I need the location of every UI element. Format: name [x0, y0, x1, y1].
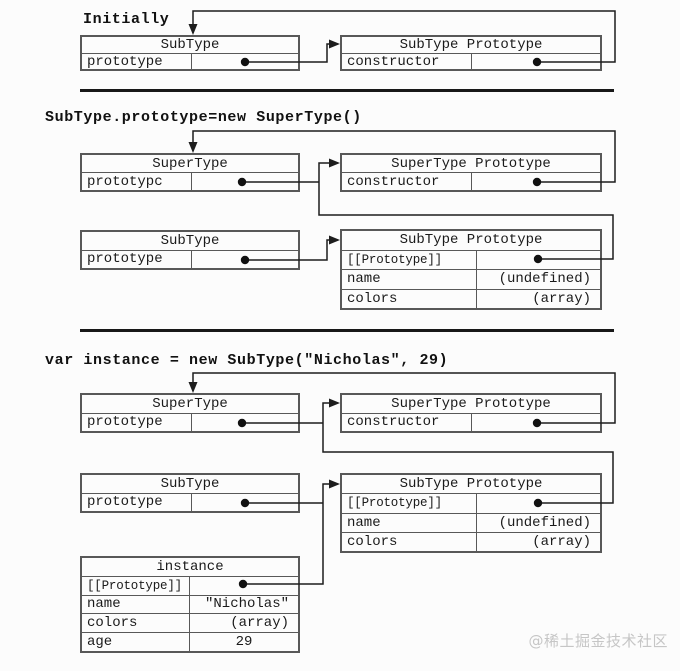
box-subtype-initial: SubType prototype: [80, 35, 300, 71]
pointer-cell: [472, 414, 600, 432]
section-heading-new-supertype: SubType.prototype=new SuperType(): [45, 109, 362, 126]
box-title: SubType: [82, 232, 298, 251]
box-title: SuperType Prototype: [342, 395, 600, 414]
pointer-cell: [477, 494, 600, 512]
table-row: prototype: [82, 493, 298, 512]
table-row: [[Prototype]]: [342, 250, 600, 270]
arrowhead-icon: [188, 24, 198, 35]
table-row: [[Prototype]]: [82, 576, 298, 596]
row-label: [[Prototype]]: [82, 576, 190, 595]
row-label: constructor: [342, 413, 472, 431]
table-row: colors (array): [342, 532, 600, 551]
pointer-cell: [472, 173, 600, 190]
box-supertype: SuperType prototypc: [80, 153, 300, 192]
section-divider: [80, 89, 614, 92]
box-instance: instance [[Prototype]] name "Nicholas" c…: [80, 556, 300, 653]
row-label: name: [342, 270, 477, 289]
row-label: constructor: [342, 54, 472, 70]
arrowhead-icon: [329, 158, 340, 168]
section-heading-initially: Initially: [83, 11, 170, 28]
row-value: (undefined): [498, 514, 591, 531]
box-title: SubType Prototype: [342, 231, 600, 251]
box-supertype-prototype-2: SuperType Prototype constructor: [340, 393, 602, 433]
table-row: prototype: [82, 250, 298, 269]
pointer-cell: [477, 251, 600, 270]
table-row: constructor: [342, 173, 600, 190]
pointer-cell: [192, 494, 298, 512]
table-row: colors (array): [342, 289, 600, 308]
arrowhead-icon: [329, 479, 340, 489]
row-value: 29: [235, 634, 253, 651]
box-subtype-2: SubType prototype: [80, 473, 300, 513]
table-row: prototypc: [82, 173, 298, 190]
section-heading-new-instance: var instance = new SubType("Nicholas", 2…: [45, 352, 449, 369]
box-title: SuperType: [82, 395, 298, 414]
arrowhead-icon: [188, 382, 198, 393]
watermark: @稀土掘金技术社区: [528, 632, 668, 650]
table-row: constructor: [342, 54, 600, 70]
box-title: SubType Prototype: [342, 37, 600, 54]
table-row: name (undefined): [342, 270, 600, 290]
row-label: age: [82, 633, 190, 651]
arrowhead-icon: [329, 398, 340, 408]
row-label: colors: [342, 289, 477, 308]
pointer-cell: [192, 251, 298, 269]
box-title: instance: [82, 558, 298, 577]
section-divider: [80, 329, 614, 332]
pointer-cell: [192, 414, 298, 432]
box-subtype: SubType prototype: [80, 230, 300, 270]
table-row: colors (array): [82, 614, 298, 634]
table-row: name (undefined): [342, 513, 600, 533]
row-value: (array): [532, 290, 591, 307]
arrowhead-icon: [329, 39, 340, 49]
row-label: prototypc: [82, 173, 192, 190]
box-subtype-prototype-2: SubType Prototype [[Prototype]] name (un…: [340, 473, 602, 553]
row-value: "Nicholas": [204, 596, 289, 613]
box-title: SuperType Prototype: [342, 155, 600, 173]
row-value: (array): [532, 533, 591, 550]
box-supertype-prototype: SuperType Prototype constructor: [340, 153, 602, 192]
row-label: prototype: [82, 250, 192, 268]
row-label: name: [82, 595, 190, 614]
box-title: SubType: [82, 37, 298, 54]
pointer-cell: [190, 577, 298, 595]
row-label: colors: [82, 614, 190, 633]
box-subtype-prototype-initial: SubType Prototype constructor: [340, 35, 602, 71]
table-row: prototype: [82, 413, 298, 432]
row-label: colors: [342, 532, 477, 551]
row-label: prototype: [82, 54, 192, 70]
table-row: age 29: [82, 633, 298, 651]
arrowhead-icon: [329, 235, 340, 245]
row-label: prototype: [82, 493, 192, 511]
row-value: (undefined): [498, 271, 591, 288]
arrowhead-icon: [188, 142, 198, 153]
row-label: [[Prototype]]: [342, 250, 477, 269]
table-row: name "Nicholas": [82, 595, 298, 615]
row-label: prototype: [82, 413, 192, 431]
row-label: constructor: [342, 173, 472, 190]
box-title: SuperType: [82, 155, 298, 173]
box-subtype-prototype: SubType Prototype [[Prototype]] name (un…: [340, 229, 602, 310]
row-label: [[Prototype]]: [342, 494, 477, 513]
table-row: constructor: [342, 413, 600, 432]
table-row: prototype: [82, 54, 298, 70]
box-title: SubType Prototype: [342, 475, 600, 495]
pointer-cell: [192, 173, 298, 190]
row-label: name: [342, 513, 477, 532]
table-row: [[Prototype]]: [342, 494, 600, 514]
pointer-cell: [192, 54, 298, 69]
box-supertype-2: SuperType prototype: [80, 393, 300, 433]
row-value: (array): [230, 615, 289, 632]
pointer-cell: [472, 54, 600, 69]
box-title: SubType: [82, 475, 298, 494]
